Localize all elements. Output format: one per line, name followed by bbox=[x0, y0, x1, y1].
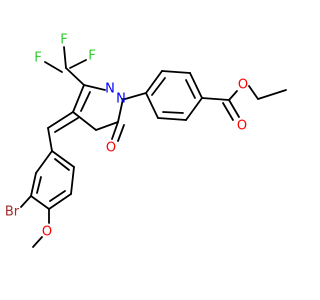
bond bbox=[145, 92, 159, 119]
bond bbox=[162, 111, 184, 114]
bond bbox=[248, 85, 259, 100]
bond bbox=[185, 97, 203, 121]
bond bbox=[201, 97, 230, 101]
bond bbox=[51, 150, 75, 168]
oxygen-label: O bbox=[42, 225, 52, 240]
bond bbox=[20, 195, 32, 208]
bond bbox=[36, 176, 42, 194]
bond bbox=[47, 127, 53, 152]
bond bbox=[80, 91, 91, 112]
bond bbox=[189, 72, 203, 99]
bond bbox=[48, 193, 72, 210]
bond bbox=[70, 166, 75, 195]
bond bbox=[69, 59, 87, 69]
oxygen-label: O bbox=[238, 78, 248, 93]
bond bbox=[49, 190, 66, 202]
bond bbox=[228, 90, 238, 101]
nitrogen-label: N bbox=[105, 82, 115, 97]
fluorine-label: F bbox=[60, 33, 67, 48]
bond bbox=[151, 77, 166, 96]
chemical-structure: F F F N N O O O Br O bbox=[5, 33, 287, 248]
bond bbox=[30, 172, 37, 197]
bond bbox=[72, 84, 85, 113]
bond bbox=[32, 236, 43, 248]
bond bbox=[257, 89, 287, 100]
bond bbox=[30, 195, 50, 210]
bond bbox=[72, 111, 97, 131]
bond bbox=[47, 111, 74, 129]
bond bbox=[111, 121, 119, 140]
bond bbox=[83, 84, 106, 91]
bond bbox=[124, 92, 147, 100]
bond bbox=[54, 117, 79, 133]
bond-layer bbox=[20, 46, 287, 248]
nitrogen-label: N bbox=[116, 92, 126, 107]
bond bbox=[65, 67, 85, 86]
bond bbox=[117, 124, 125, 142]
bond bbox=[35, 150, 53, 174]
bond bbox=[95, 121, 119, 131]
oxygen-label: O bbox=[237, 119, 247, 134]
bond bbox=[145, 70, 163, 94]
oxygen-label: O bbox=[106, 141, 116, 156]
bond bbox=[222, 102, 234, 121]
bond bbox=[44, 61, 63, 73]
bond bbox=[157, 117, 187, 121]
atom-labels: F F F N N O O O Br O bbox=[5, 33, 248, 240]
fluorine-label: F bbox=[88, 49, 95, 64]
fluorine-label: F bbox=[34, 51, 41, 66]
bromine-label: Br bbox=[5, 205, 20, 220]
bond bbox=[54, 158, 70, 171]
bond bbox=[117, 98, 124, 123]
bond bbox=[161, 70, 191, 74]
bond bbox=[63, 46, 67, 69]
bond bbox=[185, 79, 196, 99]
bond bbox=[228, 99, 240, 118]
